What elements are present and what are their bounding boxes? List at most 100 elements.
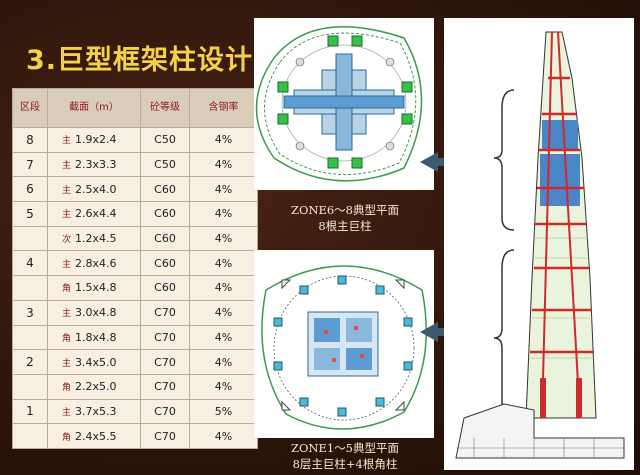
- steel-cell: 4%: [189, 176, 258, 203]
- grade-cell: C70: [140, 299, 190, 326]
- section-size: 2.8x4.6: [75, 256, 117, 270]
- zone-cell: [12, 225, 48, 252]
- zone-cell: 2: [12, 349, 48, 375]
- grade-cell: C60: [140, 225, 190, 252]
- section-size: 3.4x5.0: [75, 355, 117, 369]
- grade-cell: C50: [140, 151, 190, 178]
- section-size: 2.6x4.4: [75, 207, 117, 221]
- zone1-plan-panel: [254, 250, 434, 438]
- column-type: 角: [62, 432, 72, 443]
- section-size: 1.2x4.5: [75, 232, 117, 246]
- zone-cell: 7: [12, 151, 48, 178]
- mega-columns-elevation: [541, 31, 581, 419]
- zone1-mega-columns: [273, 275, 413, 417]
- column-type: 主: [62, 161, 72, 172]
- zone-cell: [12, 324, 48, 351]
- column-type: 主: [62, 185, 72, 196]
- steel-cell: 4%: [189, 324, 258, 351]
- zone1-plan-drawing: [261, 265, 427, 430]
- steel-cell: 4%: [189, 127, 258, 153]
- column-type: 次: [62, 235, 72, 246]
- column-type: 主: [62, 309, 72, 320]
- steel-cell: 4%: [189, 423, 258, 449]
- steel-cell: 4%: [189, 275, 258, 301]
- zone6-plan-panel: [254, 18, 434, 190]
- steel-cell: 4%: [189, 373, 258, 400]
- zone-cell: [12, 423, 48, 449]
- zone1-corner-columns: [281, 279, 405, 411]
- column-type: 角: [62, 383, 72, 394]
- office-zones: [540, 120, 580, 206]
- zone-cell: [12, 373, 48, 400]
- steel-cell: 4%: [189, 151, 258, 178]
- zone-cell: [12, 275, 48, 301]
- column-type: 主: [62, 210, 72, 221]
- tower-elevation-panel: [444, 18, 634, 470]
- section-size: 3.7x5.3: [75, 404, 117, 418]
- steel-cell: 4%: [189, 299, 258, 326]
- steel-cell: 4%: [189, 250, 258, 277]
- zone-cell: 3: [12, 299, 48, 326]
- grade-cell: C50: [140, 127, 190, 153]
- tower-elevation-drawing: [455, 31, 625, 459]
- zone6-caption-line2: 8根主巨柱: [318, 219, 372, 233]
- zone-cell: 6: [12, 176, 48, 203]
- section-size: 2.2x5.0: [75, 380, 117, 394]
- column-type: 主: [62, 358, 72, 369]
- podium: [455, 403, 625, 459]
- zone1-caption-line2: 8层主巨柱+4根角柱: [292, 457, 398, 471]
- column-type: 主: [62, 407, 72, 418]
- steel-cell: 4%: [189, 201, 258, 227]
- section-size: 2.3x3.3: [75, 158, 117, 172]
- grade-cell: C60: [140, 201, 190, 227]
- grade-cell: C60: [140, 275, 190, 301]
- header-grade: 砼等级: [140, 88, 190, 128]
- column-type: 主: [62, 136, 72, 147]
- grade-cell: C70: [140, 398, 190, 425]
- lower-bracket: [493, 249, 515, 429]
- zone1-caption: ZONE1～5典型平面 8层主巨柱+4根角柱: [262, 440, 428, 472]
- grade-cell: C70: [140, 423, 190, 449]
- zone6-outline: [255, 26, 423, 182]
- grade-cell: C70: [140, 349, 190, 375]
- section-size: 1.9x2.4: [75, 133, 117, 147]
- section-size: 1.8x4.8: [75, 330, 117, 344]
- grade-cell: C60: [140, 176, 190, 203]
- zone6-plan-drawing: [255, 26, 423, 182]
- grade-cell: C70: [140, 373, 190, 400]
- table-header-row: 区段 截面（m） 砼等级 含钢率: [12, 88, 258, 128]
- section-size: 2.4x5.5: [75, 429, 117, 443]
- steel-cell: 5%: [189, 398, 258, 425]
- header-section: 截面（m）: [47, 88, 141, 128]
- zone-cell: 4: [12, 250, 48, 277]
- section-size: 3.0x4.8: [75, 306, 117, 320]
- belt-trusses: [530, 76, 594, 354]
- zone-cell: 8: [12, 127, 48, 153]
- column-type: 主: [62, 259, 72, 270]
- steel-cell: 4%: [189, 349, 258, 375]
- section-size: 1.5x4.8: [75, 281, 117, 295]
